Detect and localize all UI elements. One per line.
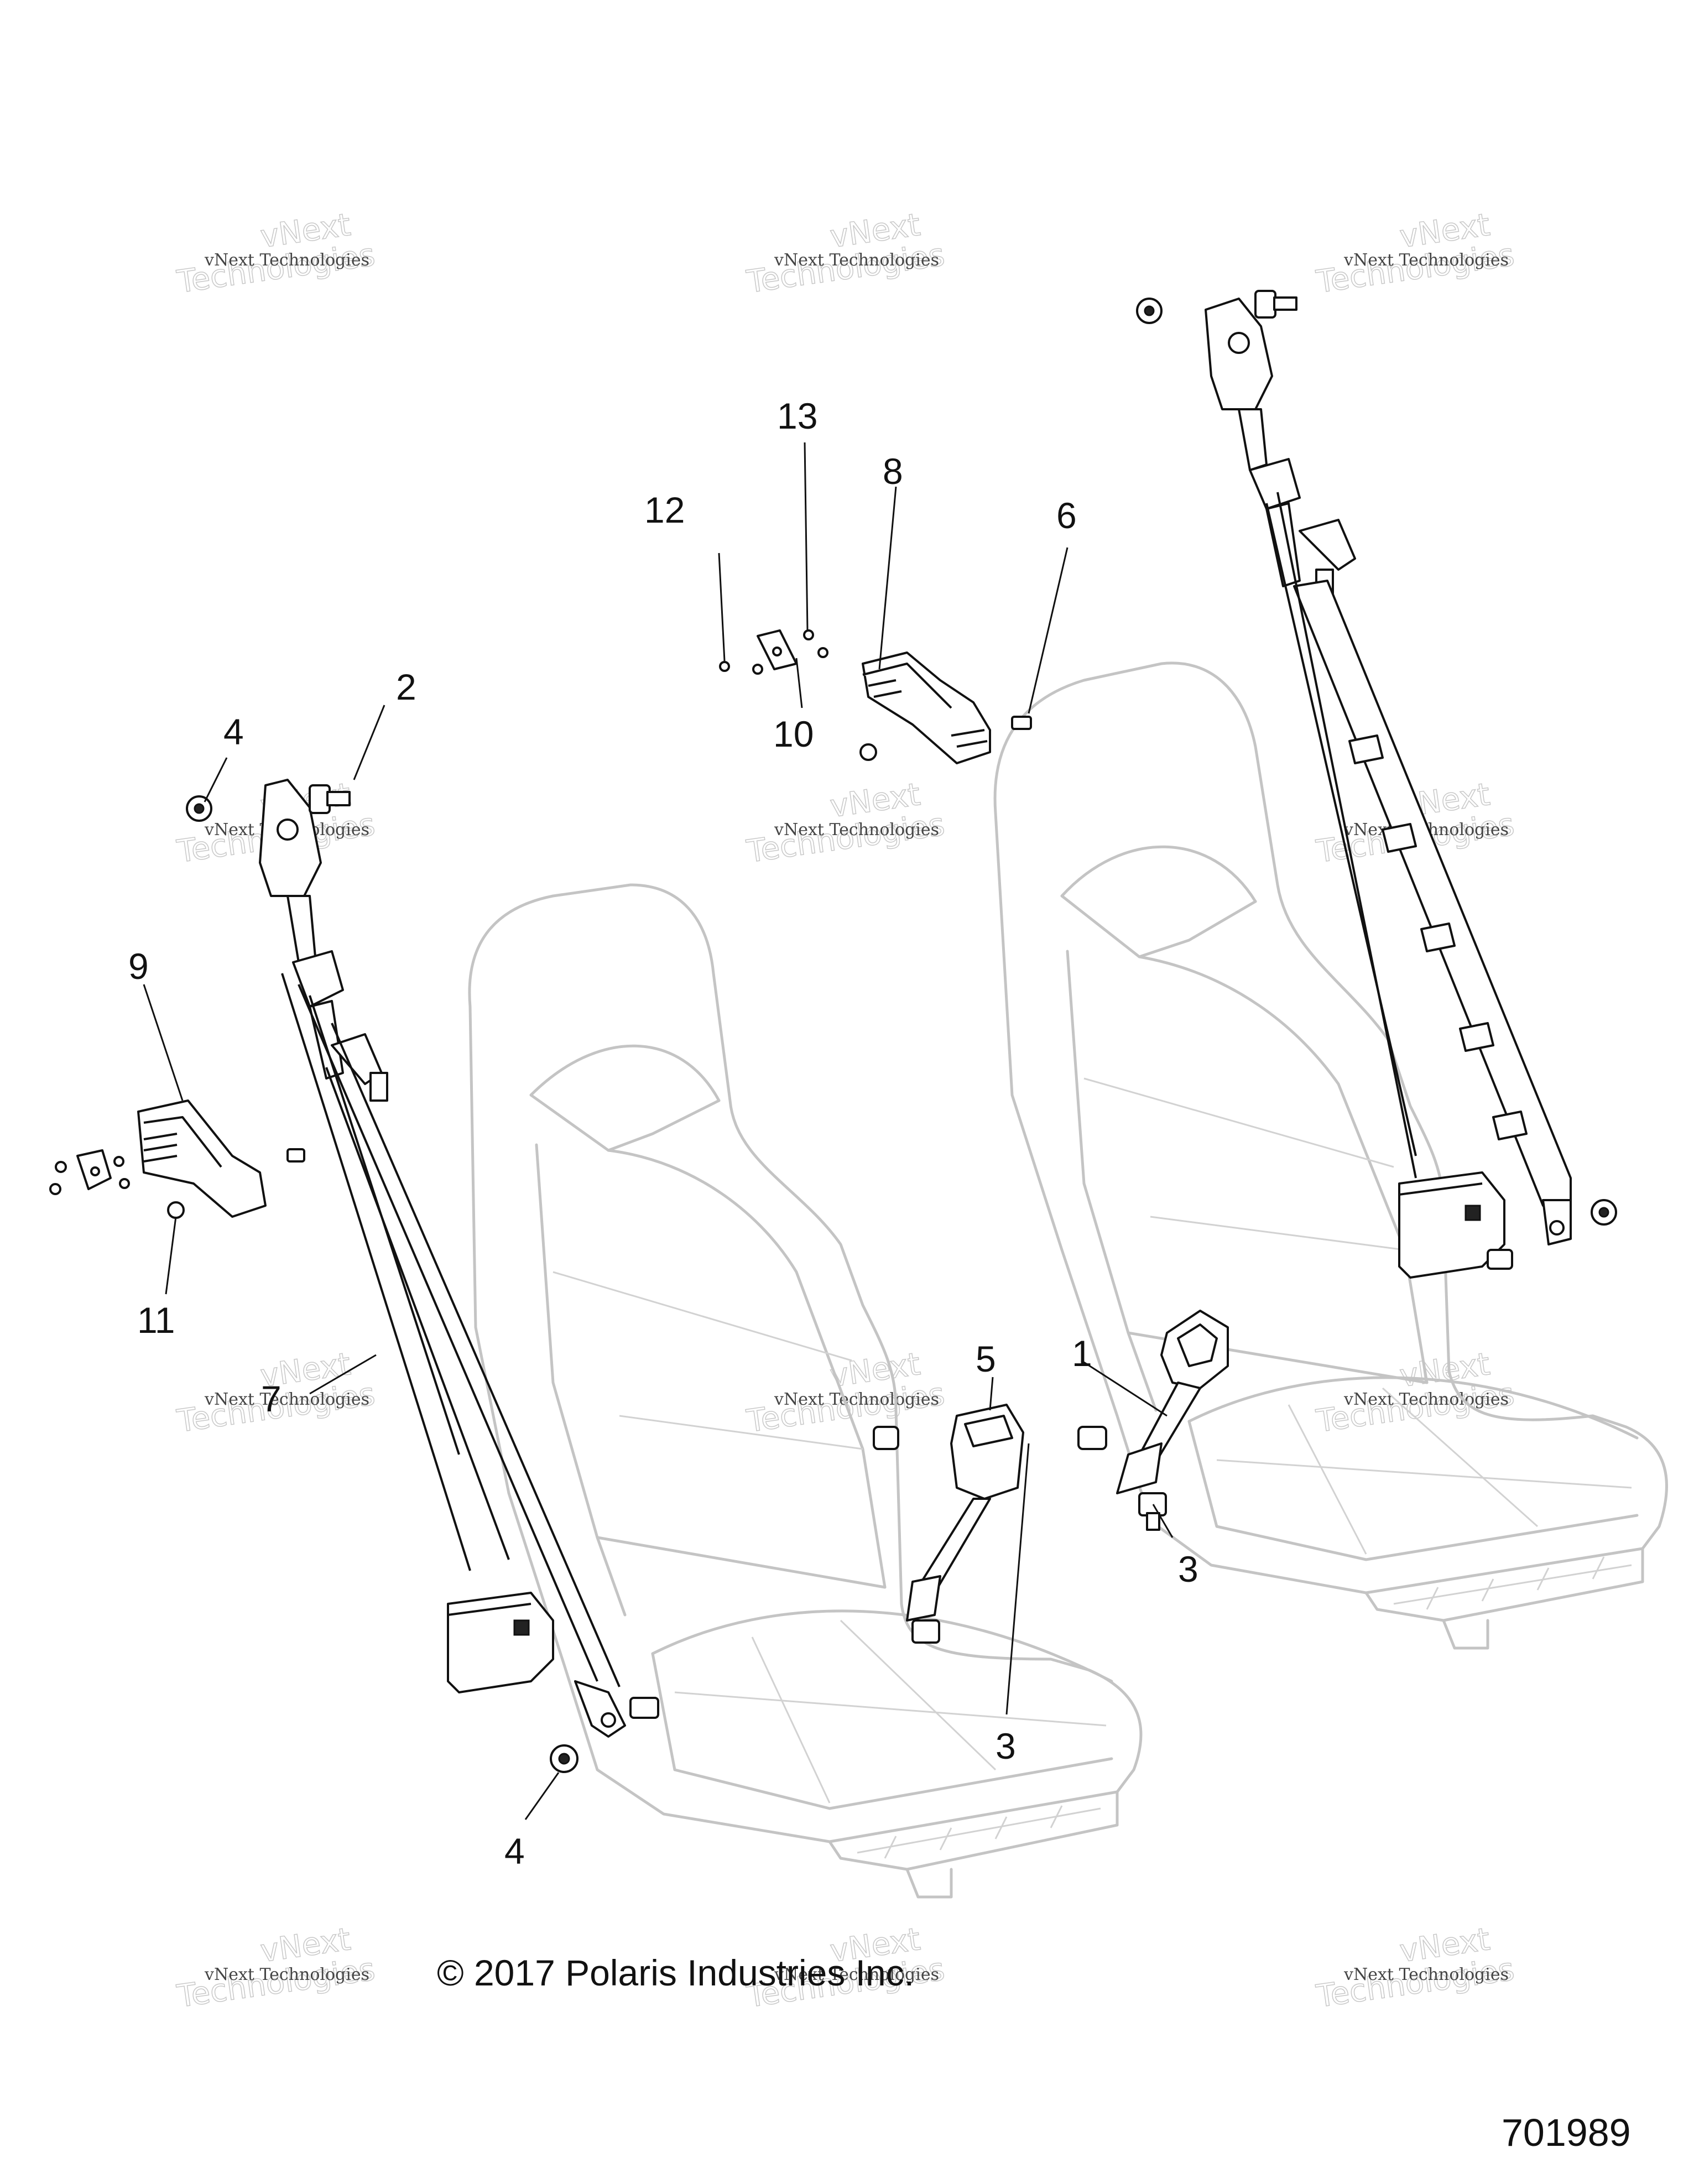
watermark: Technologies vNext vNext Technologies (744, 206, 947, 300)
left-lower-anchor (574, 1680, 626, 1738)
left-seat (468, 883, 1143, 1899)
svg-text:vNext Technologies: vNext Technologies (774, 1965, 939, 1984)
nut (167, 1201, 185, 1219)
bolt (309, 784, 351, 814)
watermark: Technologies vNext vNext Technologies (174, 206, 378, 300)
callout-9: 9 (128, 946, 149, 987)
right-seat (993, 661, 1668, 1650)
right-belt-guide (1249, 458, 1301, 510)
left-retractor (447, 1592, 554, 1693)
nut (859, 743, 877, 761)
callout-6: 6 (1056, 495, 1077, 536)
right-seatbelt-assembly (1136, 290, 1617, 1279)
svg-text:vNext Technologies: vNext Technologies (1343, 1965, 1509, 1984)
callout-13: 13 (777, 395, 817, 436)
watermarks: Technologies vNext vNext Technologies Te… (174, 206, 1517, 2015)
svg-text:vNext Technologies: vNext Technologies (1343, 251, 1509, 270)
right-buckle (1077, 1310, 1229, 1531)
svg-text:vNext Technologies: vNext Technologies (204, 251, 369, 270)
copyright-text: © 2017 Polaris Industries Inc. (437, 1952, 914, 1993)
callout-4: 4 (504, 1831, 525, 1872)
left-mounting-bracket (49, 1099, 305, 1219)
callout-3: 3 (1178, 1549, 1198, 1589)
bolt (873, 1426, 899, 1450)
upper-mounting-bracket (719, 629, 1032, 764)
watermark: Technologies vNext vNext Technologies (744, 776, 947, 870)
callout-12: 12 (644, 489, 685, 530)
callout-5: 5 (976, 1338, 996, 1379)
watermark: Technologies vNext vNext Technologies (174, 1921, 378, 2015)
bolt (1077, 1426, 1107, 1450)
left-seatbelt-assembly (186, 779, 659, 1773)
callout-4: 4 (223, 711, 244, 752)
callout-3: 3 (996, 1726, 1016, 1766)
watermark: Technologies vNext vNext Technologies (744, 1346, 947, 1440)
callout-7: 7 (261, 1378, 282, 1419)
watermark: Technologies vNext vNext Technologies (1314, 1921, 1517, 2015)
callout-1: 1 (1072, 1333, 1092, 1374)
right-tongue-clip (1299, 519, 1356, 571)
left-buckle (873, 1404, 1024, 1644)
callout-11: 11 (137, 1300, 175, 1341)
svg-text:vNext Technologies: vNext Technologies (204, 1965, 369, 1984)
svg-text:vNext Technologies: vNext Technologies (1343, 1390, 1509, 1409)
callout-8: 8 (883, 451, 903, 492)
svg-text:vNext Technologies: vNext Technologies (774, 251, 939, 270)
svg-text:vNext Technologies: vNext Technologies (774, 1390, 939, 1409)
bolt (1487, 1249, 1513, 1270)
svg-text:vNext Technologies: vNext Technologies (774, 820, 939, 840)
watermark: Technologies vNext vNext Technologies (1314, 206, 1517, 300)
callout-2: 2 (396, 666, 416, 707)
callout-10: 10 (773, 713, 814, 754)
document-number: 701989 (1502, 2111, 1631, 2154)
leader-lines (143, 442, 1174, 1820)
callouts: 1 2 3 3 4 4 5 6 7 8 9 10 11 12 13 (128, 395, 1198, 1872)
bolt (1254, 290, 1297, 319)
bolt (911, 1619, 940, 1644)
watermark: Technologies vNext vNext Technologies (1314, 1346, 1517, 1440)
right-belt-strap (1293, 580, 1572, 1207)
svg-text:vNext Technologies: vNext Technologies (204, 1390, 369, 1409)
left-belt-guide (292, 950, 344, 1008)
